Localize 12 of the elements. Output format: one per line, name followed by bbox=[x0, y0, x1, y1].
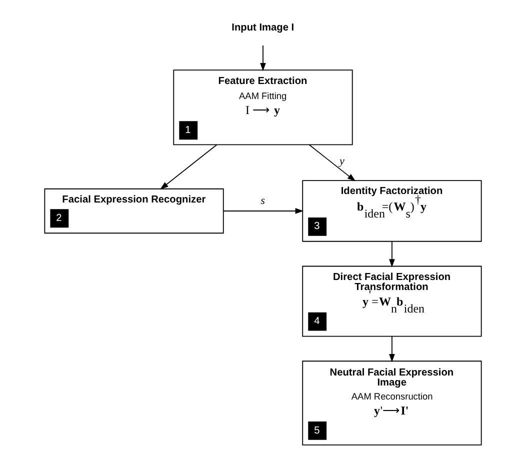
edge-label: s bbox=[260, 195, 265, 208]
arrow bbox=[388, 336, 394, 362]
node-text: Input Image I bbox=[231, 22, 294, 34]
arrow bbox=[308, 144, 356, 182]
arrow bbox=[260, 45, 266, 72]
node-box: Facial Expression Recognizer 2 bbox=[44, 188, 224, 234]
arrow bbox=[388, 241, 394, 268]
arrow bbox=[222, 208, 304, 214]
node-box: Neutral Facial Expression Image AAM Reconsruction y'⟶I' 5 bbox=[302, 360, 482, 446]
arrow bbox=[160, 144, 217, 190]
edge-label: y bbox=[338, 156, 344, 168]
node-box: Feature Extraction AAM Fitting I ⟶ y 1 bbox=[172, 70, 352, 146]
